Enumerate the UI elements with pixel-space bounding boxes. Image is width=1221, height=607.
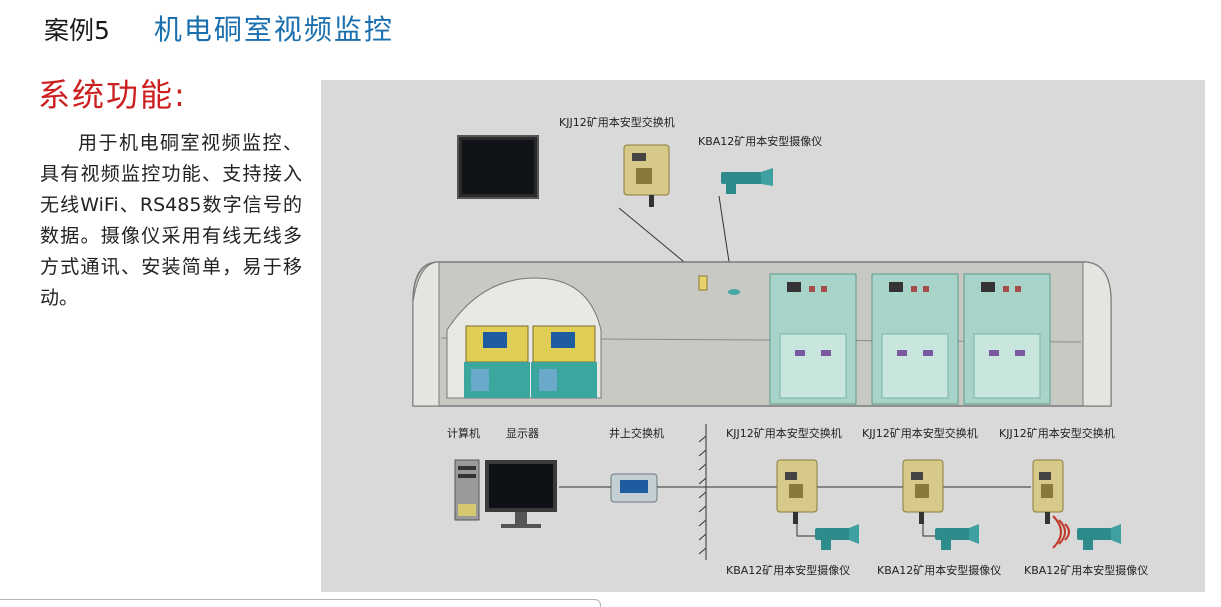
case-label: 案例5 [44, 16, 110, 45]
surface-switch-icon [610, 473, 658, 503]
camera-icon-1 [815, 524, 859, 550]
switch-label-3: KJJ12矿用本安型交换机 [999, 426, 1115, 440]
camera-label-1: KBA12矿用本安型摄像仪 [726, 563, 850, 577]
switch-icon-3 [1032, 459, 1064, 524]
camera-label-3: KBA12矿用本安型摄像仪 [1024, 563, 1148, 577]
bottom-divider [0, 599, 601, 607]
section-title: 系统功能: [38, 76, 187, 114]
camera-label-2: KBA12矿用本安型摄像仪 [877, 563, 1001, 577]
diagram-canvas: KJJ12矿用本安型交换机 KBA12矿用本安型摄像仪 [412, 115, 1148, 577]
top-switch-icon [623, 144, 670, 207]
surface-switch-label: 井上交换机 [609, 426, 664, 440]
computer-icon [454, 459, 480, 521]
switch-label-2: KJJ12矿用本安型交换机 [862, 426, 978, 440]
wall-display-icon [457, 135, 539, 199]
monitor-icon [485, 460, 557, 528]
switch-icon-2 [902, 459, 944, 524]
camera-icon-3 [1077, 524, 1121, 550]
computer-label: 计算机 [447, 426, 480, 440]
top-camera-label: KBA12矿用本安型摄像仪 [698, 134, 822, 148]
camera-icon-2 [935, 524, 979, 550]
top-camera-icon [721, 168, 773, 194]
switch-icon-1 [776, 459, 818, 524]
tunnel-illustration [412, 261, 1112, 407]
monitor-label: 显示器 [506, 427, 539, 440]
wireless-signal-icon [1052, 515, 1070, 549]
switch-label-1: KJJ12矿用本安型交换机 [726, 426, 842, 440]
top-switch-label: KJJ12矿用本安型交换机 [559, 115, 675, 129]
case-title: 机电硐室视频监控 [153, 13, 394, 46]
system-diagram: KJJ12矿用本安型交换机 KBA12矿用本安型摄像仪 [321, 80, 1205, 592]
title-row: 案例5 机电硐室视频监控 [44, 8, 394, 48]
ground-hatch [698, 435, 707, 555]
section-description: 用于机电硐室视频监控、具有视频监控功能、支持接入无线WiFi、RS485数字信号… [40, 132, 302, 309]
